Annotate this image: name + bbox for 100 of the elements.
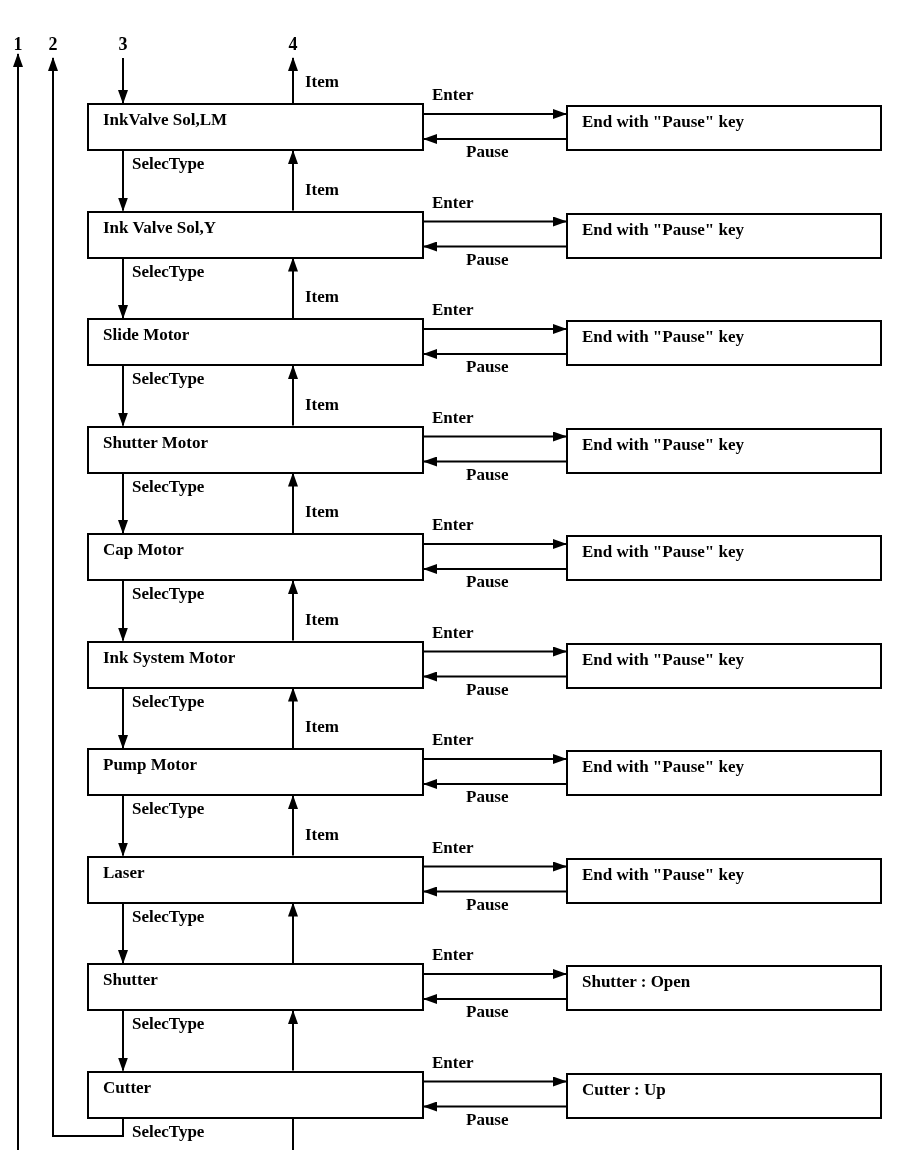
menu-item-box	[87, 748, 424, 796]
box-label: Slide Motor	[103, 325, 190, 344]
box-label: Cutter	[103, 1077, 152, 1097]
edge-label: Pause	[466, 143, 509, 161]
edge-label: Enter	[432, 623, 474, 642]
arrow	[423, 349, 567, 359]
menu-item-box	[87, 103, 424, 151]
result-box	[566, 1072, 882, 1119]
arrow	[423, 134, 567, 144]
box-label: End with "Pause" key	[582, 542, 744, 561]
arrow	[423, 109, 567, 119]
arrow	[48, 57, 124, 1137]
arrow	[423, 969, 567, 979]
arrow	[13, 53, 23, 1151]
box-label: Shutter : Open	[582, 972, 691, 991]
box-label: End with "Pause" key	[582, 757, 744, 776]
arrow	[423, 754, 567, 764]
edge-label: SelecType	[132, 585, 205, 603]
arrow	[423, 216, 567, 227]
box-label: Shutter	[103, 970, 158, 989]
edge-label: Enter	[432, 1053, 474, 1072]
arrow	[118, 150, 128, 212]
box-label: Shutter Motor	[103, 432, 208, 452]
box-label: End with "Pause" key	[582, 219, 744, 239]
edge-label: Item	[305, 825, 339, 844]
connector-number: 3	[115, 34, 131, 54]
edge-label: Pause	[466, 358, 509, 376]
edge-label: Pause	[466, 1110, 509, 1129]
menu-item-box	[87, 533, 424, 581]
edge-label: Item	[305, 610, 339, 629]
box-label: Cutter : Up	[582, 1079, 666, 1099]
result-box	[566, 212, 882, 259]
result-box	[566, 320, 882, 366]
arrow	[423, 539, 567, 549]
box-label: Ink System Motor	[103, 647, 236, 667]
edge-label: Enter	[432, 516, 474, 534]
box-label: End with "Pause" key	[582, 327, 744, 346]
edge-label: Pause	[466, 465, 509, 484]
arrow	[288, 902, 298, 964]
arrow	[423, 324, 567, 334]
result-box	[566, 642, 882, 689]
arrow	[118, 580, 128, 642]
edge-label: Enter	[432, 193, 474, 212]
arrow	[288, 365, 298, 427]
arrow	[423, 1101, 567, 1112]
arrow	[423, 456, 567, 467]
arrow	[423, 779, 567, 789]
box-label: Ink Valve Sol,Y	[103, 217, 216, 237]
box-label: End with "Pause" key	[582, 434, 744, 454]
edge-label: Item	[305, 288, 339, 306]
arrow	[118, 472, 128, 534]
edge-label: Pause	[466, 788, 509, 806]
arrow	[288, 795, 298, 857]
box-label: Pump Motor	[103, 755, 197, 774]
edge-label: SelecType	[132, 907, 205, 926]
arrow	[118, 257, 128, 319]
arrow	[423, 671, 567, 682]
edge-label: Enter	[432, 301, 474, 319]
edge-label: Item	[305, 395, 339, 414]
connector-number: 4	[285, 34, 301, 54]
arrow	[118, 365, 128, 427]
edge-label: SelecType	[132, 1015, 205, 1033]
edge-label: Pause	[466, 573, 509, 591]
edge-label: Enter	[432, 86, 474, 104]
result-box	[566, 965, 882, 1011]
arrow	[423, 1076, 567, 1087]
arrow	[288, 57, 298, 104]
box-label: Cap Motor	[103, 540, 184, 559]
edge-label: Pause	[466, 1003, 509, 1021]
edge-label: SelecType	[132, 155, 205, 173]
arrow	[118, 795, 128, 857]
edge-label: SelecType	[132, 370, 205, 388]
edge-label: SelecType	[132, 692, 205, 711]
menu-item-box	[87, 855, 424, 904]
menu-item-box	[87, 963, 424, 1011]
arrow	[288, 580, 298, 642]
edge-label: Item	[305, 180, 339, 199]
edge-label: Enter	[432, 408, 474, 427]
edge-label: Enter	[432, 946, 474, 964]
arrow	[118, 687, 128, 749]
edge-label: Item	[305, 73, 339, 91]
box-label: End with "Pause" key	[582, 112, 744, 131]
arrow	[118, 1010, 128, 1072]
result-box	[566, 427, 882, 474]
edge-label: SelecType	[132, 1122, 205, 1141]
arrow	[423, 861, 567, 872]
menu-item-box	[87, 425, 424, 474]
connector-number: 1	[10, 34, 26, 54]
arrow	[118, 57, 128, 104]
arrow	[423, 564, 567, 574]
arrow	[423, 886, 567, 897]
box-label: InkValve Sol,LM	[103, 110, 228, 129]
menu-item-box	[87, 640, 424, 689]
arrow	[423, 431, 567, 442]
edge-label: Pause	[466, 895, 509, 914]
result-box	[566, 750, 882, 796]
result-box	[566, 105, 882, 151]
edge-label: Item	[305, 503, 339, 521]
menu-item-box	[87, 1070, 424, 1119]
result-box	[566, 857, 882, 904]
